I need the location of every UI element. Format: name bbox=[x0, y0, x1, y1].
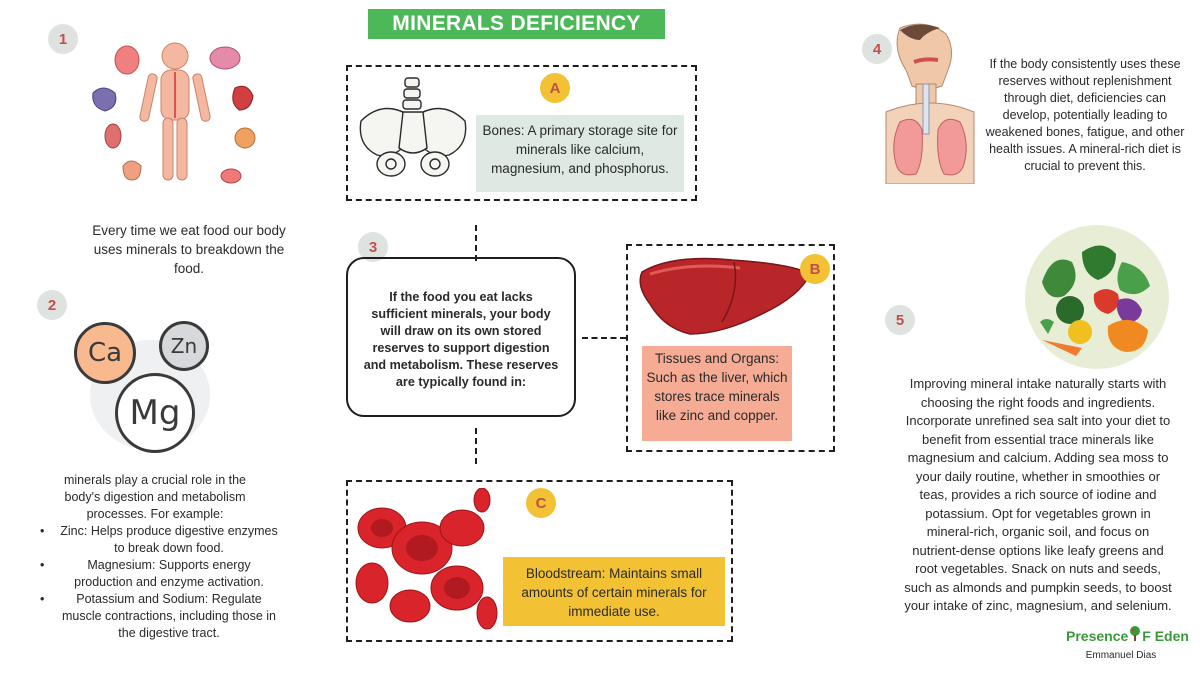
connector-to-organs bbox=[582, 337, 626, 339]
calcium-symbol: Ca bbox=[74, 322, 136, 384]
section4-text: If the body consistently uses these rese… bbox=[985, 57, 1185, 173]
section3-callout: If the food you eat lacks sufficient min… bbox=[346, 257, 576, 417]
pelvis-bones-illustration bbox=[359, 77, 467, 177]
liver-illustration bbox=[639, 257, 811, 335]
reserve-box-organs bbox=[626, 244, 835, 452]
step-badge-4: 4 bbox=[862, 34, 892, 64]
brand-name-part1: Presence bbox=[1066, 628, 1129, 644]
magnesium-symbol: Mg bbox=[115, 373, 195, 453]
connector-to-blood bbox=[475, 428, 477, 464]
blood-description: Bloodstream: Maintains small amounts of … bbox=[503, 557, 725, 626]
section2-intro: minerals play a crucial role in the body… bbox=[63, 473, 247, 521]
reserve-box-blood bbox=[346, 480, 733, 642]
step-badge-5: 5 bbox=[885, 305, 915, 335]
brand-logo: Presence F Eden bbox=[1066, 626, 1189, 644]
section5-text: Improving mineral intake naturally start… bbox=[904, 376, 1172, 613]
reserve-badge-b: B bbox=[800, 254, 830, 284]
vegetables-illustration bbox=[1025, 225, 1169, 369]
tree-icon bbox=[1128, 626, 1142, 643]
reserve-badge-a: A bbox=[540, 73, 570, 103]
bullet-magnesium: Magnesium: Supports energy production an… bbox=[40, 557, 280, 591]
reserve-box-bones bbox=[346, 65, 697, 201]
section3-text: If the food you eat lacks sufficient min… bbox=[363, 290, 559, 389]
section2-bullet-list: Zinc: Helps produce digestive enzymes to… bbox=[40, 523, 280, 642]
reserve-badge-c: C bbox=[526, 488, 556, 518]
bullet-potassium-sodium: Potassium and Sodium: Regulate muscle co… bbox=[40, 591, 280, 642]
human-anatomy-illustration bbox=[92, 42, 256, 184]
step-badge-2: 2 bbox=[37, 290, 67, 320]
brand-author: Emmanuel Dias bbox=[1085, 650, 1157, 661]
page-title: MINERALS DEFICIENCY bbox=[368, 9, 665, 39]
bones-description: Bones: A primary storage site for minera… bbox=[476, 115, 684, 192]
step-badge-1: 1 bbox=[48, 24, 78, 54]
organs-description: Tissues and Organs: Such as the liver, w… bbox=[642, 346, 792, 441]
bullet-zinc: Zinc: Helps produce digestive enzymes to… bbox=[40, 523, 280, 557]
connector-to-bones bbox=[475, 225, 477, 261]
red-blood-cells-illustration bbox=[355, 488, 498, 630]
zinc-symbol: Zn bbox=[159, 321, 209, 371]
section1-text: Every time we eat food our body uses min… bbox=[92, 223, 286, 276]
brand-name-part2: F Eden bbox=[1142, 628, 1189, 644]
respiratory-system-illustration bbox=[885, 23, 975, 184]
